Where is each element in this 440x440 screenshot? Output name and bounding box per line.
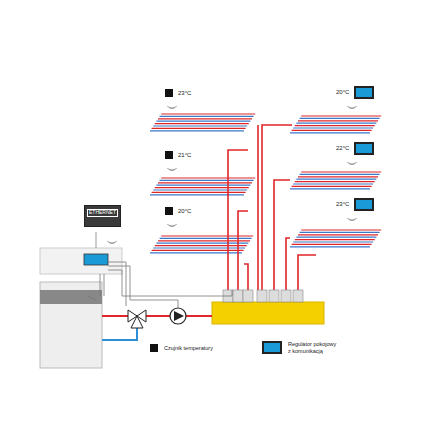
coil-loop: [300, 118, 380, 119]
coil-loop: [161, 235, 253, 236]
temperature-sensor: 20°C: [165, 207, 191, 215]
wifi-symbol: [347, 106, 357, 109]
floor-coils: [150, 114, 381, 253]
coil-loop: [292, 244, 372, 245]
coil-loop: [161, 113, 255, 114]
coil-loop: [155, 123, 249, 124]
coil-loop: [298, 120, 378, 121]
coil-loop: [295, 239, 375, 240]
legend-text: Czujnik temperatury: [164, 345, 213, 351]
ethernet-cable: [96, 232, 97, 248]
coil-loop: [293, 127, 373, 128]
legend-swatch: [262, 341, 282, 354]
coil-loop: [301, 229, 381, 230]
temperature-value: 20°C: [178, 208, 191, 215]
coil-loop: [158, 182, 252, 183]
coil-loop: [161, 177, 255, 178]
coil-loop: [290, 246, 370, 247]
coil-loop: [152, 128, 246, 129]
coil-loop: [298, 234, 378, 235]
wifi-symbol: [167, 224, 177, 227]
pump-symbol: [174, 311, 184, 321]
wireless-symbols: [107, 106, 357, 244]
coil-loop: [153, 247, 245, 248]
room-regulator: 23°C: [336, 198, 374, 211]
coil-loop: [293, 183, 373, 184]
coil-loop: [150, 194, 244, 195]
temperature-sensor: 21°C: [165, 151, 191, 159]
sensor-square: [165, 151, 173, 159]
coil-loop: [152, 192, 246, 193]
coil-loop: [296, 123, 376, 124]
coil-loop: [156, 185, 250, 186]
flow-pipe: [102, 315, 212, 317]
coil-loop: [295, 125, 375, 126]
regulator-screen: [354, 142, 374, 155]
temperature-value: 20°C: [336, 89, 349, 96]
boiler: [40, 282, 102, 368]
coil-loop: [290, 132, 370, 133]
coil-loop: [153, 189, 247, 190]
coil-loop: [296, 179, 376, 180]
control-wires: [88, 262, 232, 308]
coil-loop: [290, 188, 370, 189]
sensor-square: [165, 89, 173, 97]
legend-text: Regulator pokojowy z komunikacją: [288, 341, 338, 353]
coil-loop: [150, 130, 244, 131]
manifold-valves: [223, 290, 303, 302]
coil-loop: [156, 243, 248, 244]
coil-loop: [301, 171, 381, 172]
ethernet-module: ETHERNET: [84, 205, 121, 227]
legend-entry: Regulator pokojowy z komunikacją: [262, 341, 338, 354]
pump-symbol: [170, 308, 186, 324]
controller-display: [84, 254, 108, 265]
coil-loop: [300, 174, 380, 175]
coil-loop: [152, 250, 244, 251]
manifold: [212, 302, 324, 324]
regulator-screen: [354, 198, 374, 211]
legend-swatch: [150, 344, 158, 352]
temperature-value: 23°C: [336, 201, 349, 208]
coil-loop: [293, 241, 373, 242]
coil-loop: [295, 181, 375, 182]
coil-loop: [158, 118, 252, 119]
coil-loop: [298, 176, 378, 177]
sensor-square: [165, 207, 173, 215]
coil-loop: [301, 115, 381, 116]
coil-loop: [300, 232, 380, 233]
temperature-value: 22°C: [336, 145, 349, 152]
room-regulator: 22°C: [336, 142, 374, 155]
room-regulator: 20°C: [336, 86, 374, 99]
wifi-symbol: [347, 218, 357, 221]
module-label: ETHERNET: [87, 209, 118, 217]
supply-pipes: [228, 125, 316, 300]
wifi-symbol: [167, 168, 177, 171]
coil-loop: [160, 116, 254, 117]
coil-loop: [155, 245, 247, 246]
temperature-value: 23°C: [178, 90, 191, 97]
boiler-panel: [40, 290, 102, 304]
temperature-sensor: 23°C: [165, 89, 191, 97]
temperature-value: 21°C: [178, 152, 191, 159]
wifi-symbol: [167, 106, 177, 109]
coil-loop: [153, 125, 247, 126]
return-pipe: [102, 322, 137, 340]
wifi-symbol: [347, 162, 357, 165]
coil-loop: [158, 240, 250, 241]
wifi-symbol: [107, 241, 117, 244]
regulator-screen: [354, 86, 374, 99]
coil-loop: [156, 121, 250, 122]
coil-loop: [160, 180, 254, 181]
legend-entry: Czujnik temperatury: [150, 344, 213, 352]
mixing-valve: [131, 316, 143, 328]
coil-loop: [292, 186, 372, 187]
coil-loop: [292, 130, 372, 131]
coil-loop: [296, 237, 376, 238]
coil-loop: [155, 187, 249, 188]
